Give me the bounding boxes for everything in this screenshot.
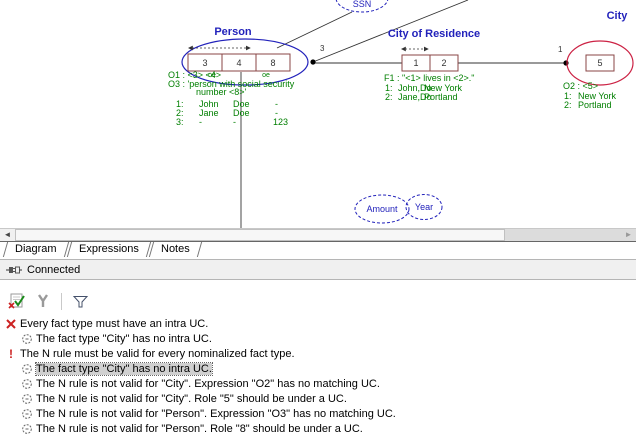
svg-text:-: - bbox=[233, 117, 236, 127]
person-entity[interactable]: Person 3 4 8 oe oe bbox=[181, 26, 309, 86]
svg-text:O1 : <3> <4>: O1 : <3> <4> bbox=[168, 70, 221, 80]
validation-message-list: Every fact type must have an intra UC. T… bbox=[0, 316, 636, 443]
ssn-label: SSN bbox=[353, 0, 372, 9]
connection-status-text: Connected bbox=[27, 263, 81, 276]
role-2-label: 2 bbox=[441, 58, 446, 68]
tab-diagram[interactable]: Diagram bbox=[2, 242, 69, 257]
connector-top-right[interactable] bbox=[312, 0, 469, 63]
svg-text:2:: 2: bbox=[385, 92, 393, 102]
horizontal-scrollbar[interactable]: ◄ ► bbox=[0, 228, 636, 241]
tab-notes[interactable]: Notes bbox=[148, 242, 202, 257]
svg-text:number <8>': number <8>' bbox=[196, 87, 247, 97]
svg-text:John: John bbox=[199, 99, 219, 109]
city-entity[interactable]: City 5 bbox=[566, 10, 634, 86]
city-of-residence-title: City of Residence bbox=[388, 28, 480, 40]
svg-text:-: - bbox=[275, 108, 278, 118]
validation-row[interactable]: ! The N rule must be valid for every nom… bbox=[0, 346, 636, 361]
svg-text:Doe: Doe bbox=[233, 108, 250, 118]
validation-row[interactable]: The fact type "City" has no intra UC. bbox=[0, 331, 636, 346]
city-expressions: O2 : <5> 1: New York 2: Portland bbox=[563, 81, 617, 110]
year-entity[interactable]: Year bbox=[405, 194, 443, 220]
amount-label: Amount bbox=[366, 204, 398, 214]
diagram-canvas[interactable]: SSN Person 3 4 8 oe oe 3 O1 : <3> <4> bbox=[0, 0, 636, 228]
year-label: Year bbox=[415, 202, 433, 212]
role-3-label: 3 bbox=[202, 58, 207, 68]
connector-dot-person bbox=[310, 59, 316, 65]
svg-text:123: 123 bbox=[273, 117, 288, 127]
svg-text:F1 : "<1> lives in <2>.": F1 : "<1> lives in <2>." bbox=[384, 73, 474, 83]
tab-expressions[interactable]: Expressions bbox=[66, 242, 151, 257]
validation-row[interactable]: Every fact type must have an intra UC. bbox=[0, 316, 636, 331]
toolbar-separator bbox=[61, 292, 62, 310]
role-8-label: 8 bbox=[270, 58, 275, 68]
svg-text:New York: New York bbox=[578, 91, 617, 101]
city-title: City bbox=[607, 10, 629, 22]
svg-text:1:: 1: bbox=[564, 91, 572, 101]
role-box-2[interactable] bbox=[429, 54, 459, 72]
rule-icon bbox=[20, 408, 34, 420]
validation-row[interactable]: The N rule is not valid for "City". Expr… bbox=[0, 376, 636, 391]
validation-toolbar bbox=[0, 287, 636, 315]
role-4-label: 4 bbox=[236, 58, 241, 68]
validation-row[interactable]: The N rule is not valid for "City". Role… bbox=[0, 391, 636, 406]
validation-row[interactable]: The N rule is not valid for "Person". Ro… bbox=[0, 421, 636, 436]
city-connector-count: 1 bbox=[558, 45, 563, 54]
svg-text:O2 : <5>: O2 : <5> bbox=[563, 81, 598, 91]
svg-text:Portland: Portland bbox=[578, 100, 612, 110]
wrench-icon bbox=[38, 294, 48, 307]
warning-icon: ! bbox=[9, 346, 13, 361]
filter-icon bbox=[72, 295, 88, 307]
role-box-5[interactable] bbox=[585, 54, 615, 72]
amount-entity[interactable]: Amount bbox=[354, 194, 410, 224]
scroll-left-icon[interactable]: ◄ bbox=[0, 229, 15, 241]
validate-icon bbox=[8, 293, 25, 309]
connector-ssn-person[interactable] bbox=[276, 11, 353, 49]
rule-icon bbox=[20, 363, 34, 375]
connector-dot-city bbox=[563, 60, 569, 66]
svg-text:O3 : 'person with social secur: O3 : 'person with social security bbox=[168, 79, 295, 89]
person-expressions: O1 : <3> <4> O3 : 'person with social se… bbox=[168, 70, 295, 127]
svg-text:Jane: Jane bbox=[199, 108, 219, 118]
rule-icon bbox=[20, 333, 34, 345]
svg-text:2:: 2: bbox=[176, 108, 184, 118]
svg-text:2:: 2: bbox=[564, 100, 572, 110]
svg-text:John,Do: John,Do bbox=[398, 83, 432, 93]
role-1-label: 1 bbox=[413, 58, 418, 68]
rule-icon bbox=[20, 378, 34, 390]
person-title: Person bbox=[214, 26, 252, 38]
svg-text:1:: 1: bbox=[385, 83, 393, 93]
role-mark: oe bbox=[262, 72, 270, 79]
person-connector-count: 3 bbox=[320, 44, 325, 53]
status-bar: Connected bbox=[0, 259, 636, 280]
svg-text:3:: 3: bbox=[176, 117, 184, 127]
connection-icon bbox=[6, 266, 22, 273]
svg-text:1:: 1: bbox=[176, 99, 184, 109]
scroll-right-icon[interactable]: ► bbox=[621, 229, 636, 241]
svg-text:Doe: Doe bbox=[233, 99, 250, 109]
role-5-label: 5 bbox=[597, 58, 602, 68]
error-icon bbox=[4, 318, 18, 330]
validate-button[interactable] bbox=[6, 291, 28, 311]
rule-icon bbox=[20, 423, 34, 435]
svg-text:New York: New York bbox=[424, 83, 463, 93]
city-of-residence-facttype[interactable]: City of Residence 1 2 bbox=[388, 28, 480, 72]
f1-expressions: F1 : "<1> lives in <2>." 1: John,Do New … bbox=[384, 73, 474, 102]
ssn-entity[interactable]: SSN bbox=[335, 0, 389, 13]
filter-button[interactable] bbox=[69, 291, 91, 311]
rule-icon bbox=[20, 393, 34, 405]
validation-row-selected[interactable]: The fact type "City" has no intra UC. bbox=[0, 361, 636, 376]
svg-text:-: - bbox=[275, 99, 278, 109]
svg-text:Jane,Do: Jane,Do bbox=[398, 92, 432, 102]
role-box-8[interactable] bbox=[255, 53, 291, 72]
view-tabbar: Diagram Expressions Notes bbox=[0, 241, 636, 259]
repair-button[interactable] bbox=[32, 291, 54, 311]
role-mark: oe bbox=[208, 72, 216, 79]
validation-row[interactable]: The N rule is not valid for "Person". Ex… bbox=[0, 406, 636, 421]
scrollbar-thumb[interactable] bbox=[15, 229, 505, 241]
svg-text:Portland: Portland bbox=[424, 92, 458, 102]
svg-text:-: - bbox=[199, 117, 202, 127]
